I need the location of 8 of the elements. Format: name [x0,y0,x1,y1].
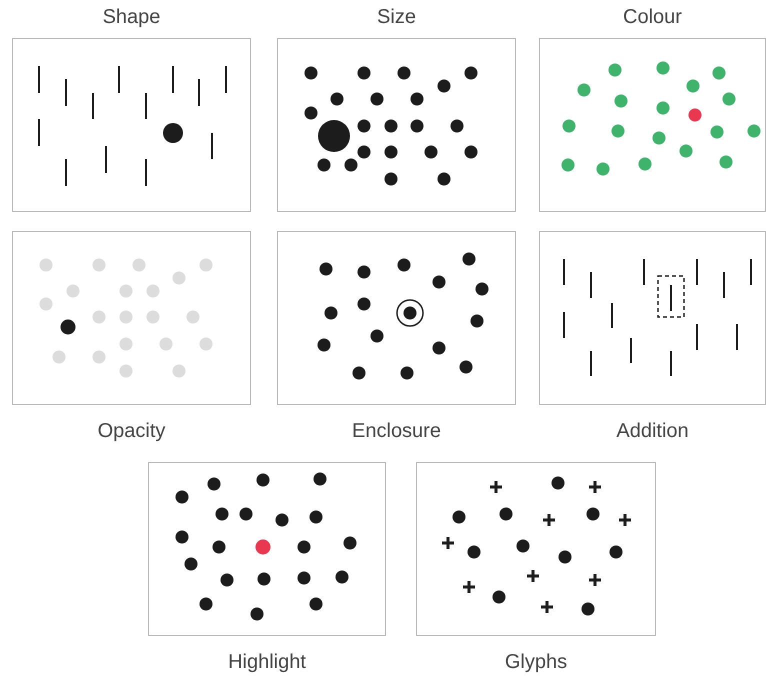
panel-title: Colour [622,5,683,29]
panel-title: Addition [615,419,690,443]
panel-title: Glyphs [504,650,568,674]
panel-title: Shape [102,5,162,29]
panel-title: Enclosure [351,419,442,443]
panel-title: Highlight [227,650,307,674]
panel-title: Size [376,5,417,29]
panel-title: Opacity [96,419,166,443]
